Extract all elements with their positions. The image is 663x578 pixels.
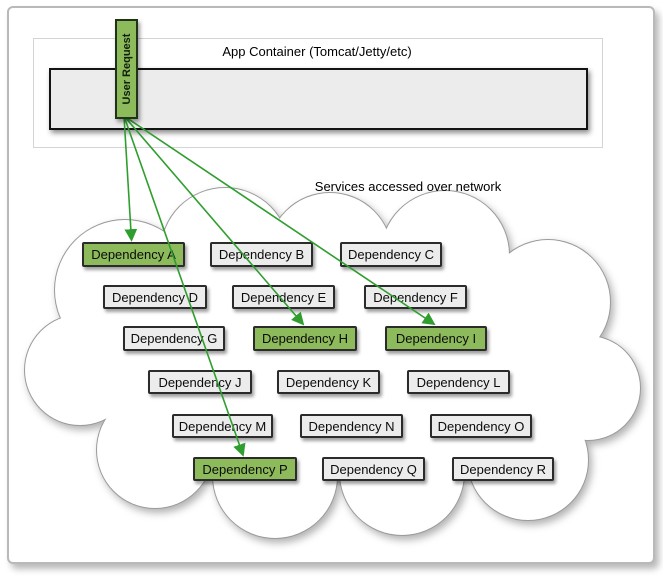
network-caption: Services accessed over network xyxy=(314,179,502,194)
dependency-box-O: Dependency O xyxy=(430,414,532,438)
dependency-box-Q: Dependency Q xyxy=(322,457,425,481)
dependency-box-E: Dependency E xyxy=(232,285,335,309)
dependency-box-L: Dependency L xyxy=(407,370,510,394)
dependency-box-J: Dependency J xyxy=(148,370,252,394)
dependency-box-F: Dependency F xyxy=(364,285,467,309)
dependency-box-G: Dependency G xyxy=(123,326,225,351)
dependency-box-I: Dependency I xyxy=(385,326,487,351)
dependency-box-B: Dependency B xyxy=(210,242,313,267)
dependency-box-H: Dependency H xyxy=(253,326,357,351)
dependency-box-D: Dependency D xyxy=(103,285,207,309)
dependency-box-P: Dependency P xyxy=(193,457,297,481)
dependency-box-N: Dependency N xyxy=(300,414,403,438)
app-container-title: App Container (Tomcat/Jetty/etc) xyxy=(222,44,412,59)
dependency-box-K: Dependency K xyxy=(277,370,380,394)
user-request-label: User Request xyxy=(120,33,133,105)
dependency-box-A: Dependency A xyxy=(82,242,185,267)
dependency-box-R: Dependency R xyxy=(452,457,554,481)
user-request-box: User Request xyxy=(115,19,138,119)
dependency-box-C: Dependency C xyxy=(340,242,442,267)
dependency-box-M: Dependency M xyxy=(172,414,273,438)
